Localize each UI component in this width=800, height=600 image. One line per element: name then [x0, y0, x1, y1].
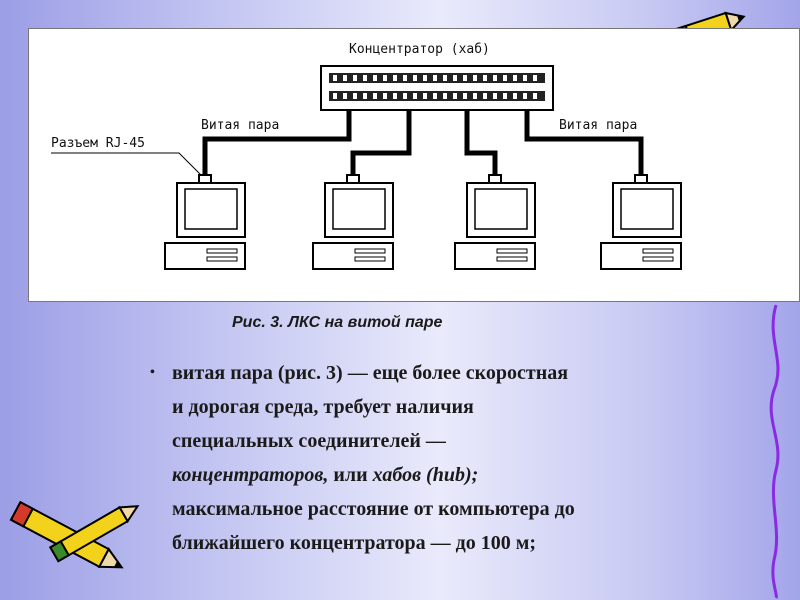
text-line: витая пара (рис. 3) — еще более скоростн…	[172, 362, 569, 384]
text-line: максимальное расстояние от компьютера до	[172, 498, 575, 520]
computer-icon	[312, 174, 394, 270]
twisted-pair-cables	[202, 110, 644, 175]
computer-icon	[164, 174, 246, 270]
hub-icon	[320, 65, 554, 111]
text-line: ближайшего концентратора — до 100 м;	[172, 532, 537, 554]
twisted-pair-label-right: Витая пара	[559, 118, 637, 133]
italic-term: концентраторов,	[172, 464, 329, 486]
computer-icon	[600, 174, 682, 270]
pencils-icon	[9, 500, 140, 569]
figure-caption: Рис. 3. ЛКС на витой паре	[232, 314, 443, 331]
squiggle-decoration-icon	[769, 304, 780, 599]
text-line: специальных соединителей —	[172, 430, 446, 452]
twisted-pair-label-left: Витая пара	[201, 118, 279, 133]
computer-icon	[454, 174, 536, 270]
paragraph: витая пара (рис. 3) — еще более скоростн…	[150, 356, 770, 560]
text-line: концентраторов, или хабов (hub);	[172, 458, 770, 492]
text-fragment: или	[328, 464, 373, 486]
italic-term: хабов (hub);	[372, 464, 479, 486]
connector-label: Разъем RJ-45	[51, 136, 145, 151]
connector-pointer	[51, 152, 202, 176]
bullet: •	[150, 365, 155, 380]
text-line: и дорогая среда, требует наличия	[172, 396, 474, 418]
body-text: • витая пара (рис. 3) — еще более скорос…	[150, 356, 770, 560]
network-diagram: Концентратор (хаб) Витая пара Витая пара…	[28, 28, 800, 302]
hub-label: Концентратор (хаб)	[349, 42, 490, 57]
